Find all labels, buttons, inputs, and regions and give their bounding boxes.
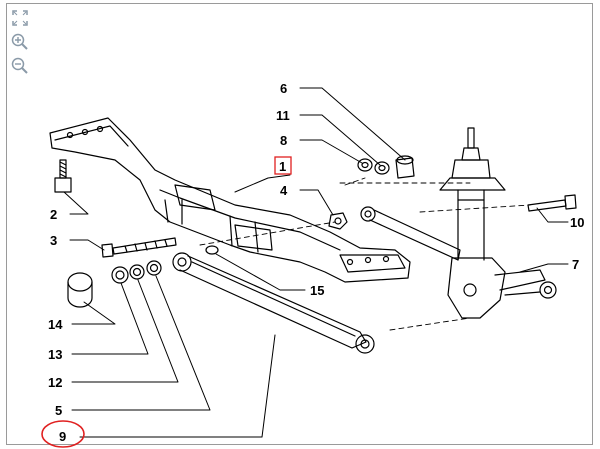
callout-2: 2 [50, 207, 57, 222]
callout-12: 12 [48, 375, 62, 390]
bolt-part-2 [54, 159, 72, 193]
bolt-part-3 [101, 237, 177, 258]
callout-11: 11 [276, 108, 290, 123]
callout-10: 10 [570, 215, 584, 230]
callout-7: 7 [572, 257, 579, 272]
washer-part-5 [146, 260, 162, 276]
diagram-frame [6, 3, 593, 445]
nut-part-4 [328, 212, 348, 230]
callout-1-box [274, 156, 292, 175]
leader-lines [63, 87, 569, 438]
callout-5: 5 [55, 403, 62, 418]
callout-14: 14 [48, 317, 63, 332]
fit-to-window-icon[interactable] [10, 8, 30, 28]
callout-15: 15 [310, 283, 324, 298]
washer-part-8 [357, 158, 373, 172]
callout-1: 1 [279, 159, 286, 174]
link-arm-part [360, 206, 461, 261]
washer-part-12 [129, 264, 145, 280]
callout-13: 13 [48, 347, 62, 362]
callout-6: 6 [280, 81, 287, 96]
callout-labels: 1 2 3 4 5 6 7 8 9 10 11 12 13 14 15 [41, 81, 584, 448]
callout-9: 9 [59, 429, 66, 444]
zoom-in-icon[interactable] [10, 32, 30, 52]
control-arm-part-9 [172, 252, 375, 354]
bushing-part-6 [395, 155, 415, 179]
callout-4: 4 [280, 183, 288, 198]
washer-part-11 [374, 161, 390, 175]
callout-8: 8 [280, 133, 287, 148]
bolt-part-10 [527, 194, 577, 212]
zoom-out-icon[interactable] [10, 56, 30, 76]
assembly-guide-lines [199, 177, 531, 331]
washer-part-13 [111, 266, 129, 284]
callout-3: 3 [50, 233, 57, 248]
washer-part-15 [205, 245, 219, 255]
strut-assembly [439, 127, 557, 319]
callout-9-circle [41, 420, 85, 448]
bushing-part-14 [67, 272, 93, 308]
